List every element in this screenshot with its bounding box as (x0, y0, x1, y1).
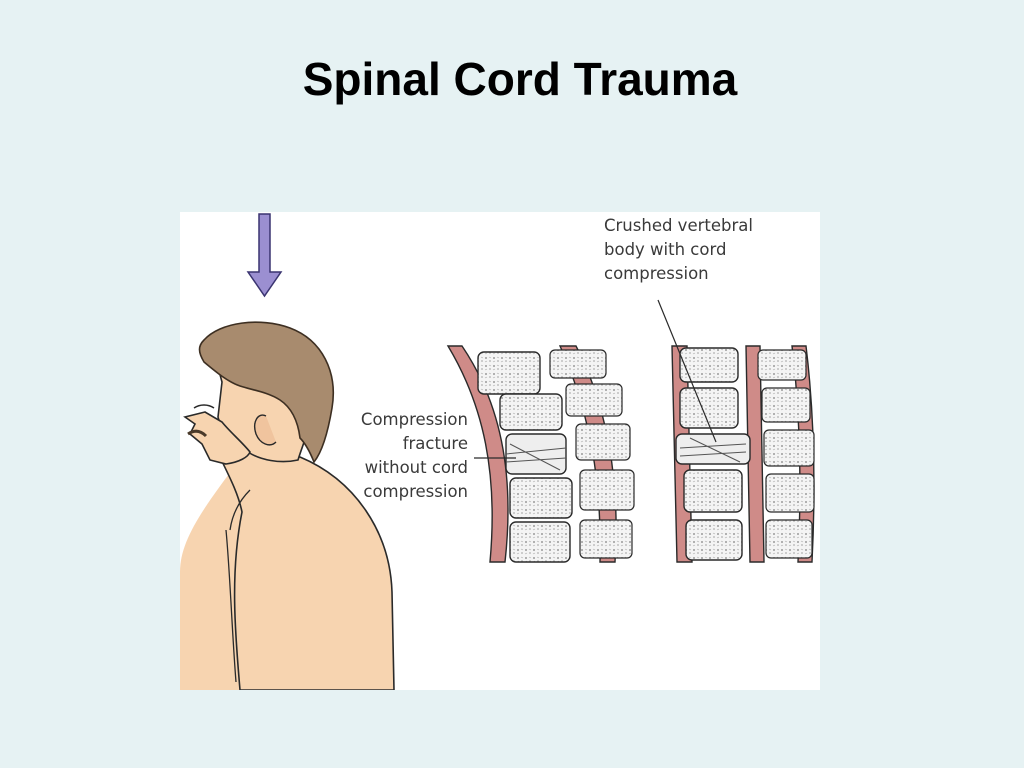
slide-title: Spinal Cord Trauma (302, 53, 738, 105)
figure-artwork (180, 213, 815, 690)
crushed-label: Crushed vertebral body with cord compres… (604, 214, 794, 286)
fracture-label-line: compression (363, 482, 468, 501)
crushed-label-line: Crushed vertebral (604, 216, 753, 235)
spine-illustration-fracture (446, 345, 635, 563)
down-arrow-icon (246, 213, 283, 298)
crushed-label-line: body with cord (604, 240, 727, 259)
spine-illustration-crushed (671, 345, 815, 563)
leader-line-crushed (657, 299, 717, 443)
fracture-label-line: fracture (402, 434, 468, 453)
crushed-label-line: compression (604, 264, 709, 283)
person-illustration (180, 321, 395, 690)
fracture-label: Compression fracture without cord compre… (334, 408, 468, 504)
spinal-trauma-figure: Compression fracture without cord compre… (180, 212, 820, 690)
fracture-label-line: without cord (364, 458, 468, 477)
fracture-label-line: Compression (360, 410, 468, 429)
